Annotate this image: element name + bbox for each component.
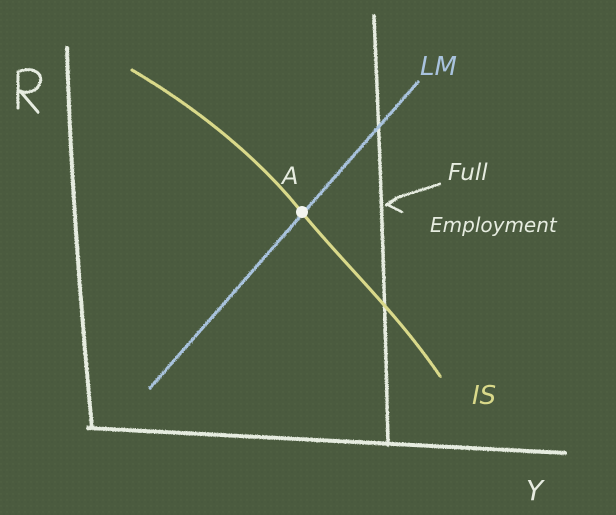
full-label: Full — [448, 160, 488, 186]
is-label: IS — [472, 381, 496, 411]
full-employment-line — [372, 14, 390, 447]
arrow-head — [386, 194, 404, 214]
r-axis-glyph — [16, 68, 43, 114]
lm-curve — [148, 80, 420, 390]
vertical-axis-r — [65, 46, 94, 430]
horizontal-axis-y — [86, 426, 567, 455]
point-a-label: A — [280, 162, 298, 190]
y-axis-label: Y — [526, 474, 545, 507]
employment-label: Employment — [430, 213, 558, 237]
equilibrium-point-a — [296, 206, 308, 218]
lm-label: LM — [420, 52, 457, 82]
